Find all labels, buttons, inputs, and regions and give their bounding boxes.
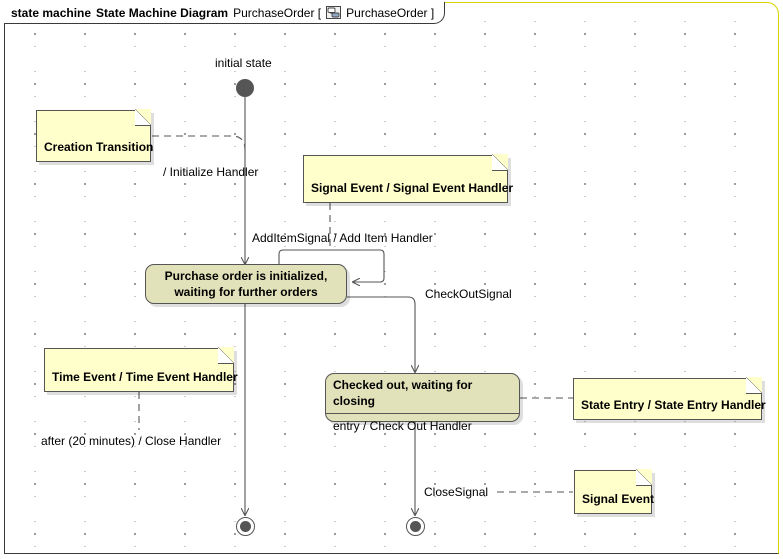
- note-label: Time Event / Time Event Handler: [52, 370, 238, 384]
- frame-context-label: PurchaseOrder ]: [346, 5, 435, 20]
- note-fold-icon: [636, 469, 652, 486]
- note-fold-icon: [135, 109, 151, 126]
- transition-label-close: CloseSignal: [424, 485, 489, 499]
- note-fold-icon: [492, 154, 508, 171]
- frame-kind-label: state machine: [11, 5, 92, 20]
- final-state-right[interactable]: [406, 517, 425, 536]
- transition-label-add-item: AddItemSignal / Add Item Handler: [252, 231, 433, 245]
- note-time-event-handler[interactable]: Time Event / Time Event Handler: [44, 347, 238, 392]
- state-purchase-order-initialized[interactable]: Purchase order is initialized, waiting f…: [145, 264, 347, 304]
- initial-state-caption: initial state: [215, 56, 272, 70]
- note-state-entry-handler[interactable]: State Entry / State Entry Handler: [573, 377, 766, 420]
- frame-header-tab[interactable]: state machine State Machine Diagram Purc…: [4, 2, 446, 24]
- transition-label-check-out: CheckOutSignal: [425, 287, 512, 301]
- note-label: Creation Transition: [44, 140, 154, 154]
- note-label: Signal Event / Signal Event Handler: [311, 181, 514, 195]
- transition-label-initialize: / Initialize Handler: [163, 165, 259, 179]
- initial-state-node[interactable]: [236, 79, 254, 97]
- note-signal-event[interactable]: Signal Event: [574, 469, 655, 514]
- transition-label-after-timeout: after (20 minutes) / Close Handler: [41, 434, 222, 448]
- state-title: Checked out, waiting for closing: [326, 374, 519, 414]
- note-signal-event-handler[interactable]: Signal Event / Signal Event Handler: [303, 154, 513, 203]
- note-label: State Entry / State Entry Handler: [581, 398, 766, 412]
- diagram-frame: [4, 2, 779, 554]
- state-title: Purchase order is initialized, waiting f…: [164, 269, 328, 299]
- note-creation-transition[interactable]: Creation Transition: [36, 109, 154, 162]
- frame-diagram-type-label: State Machine Diagram: [96, 5, 229, 20]
- state-entry-action: entry / Check Out Handler: [333, 419, 472, 433]
- state-machine-icon: [326, 6, 342, 19]
- note-label: Signal Event: [582, 492, 655, 506]
- note-fold-icon: [218, 347, 234, 364]
- frame-open-bracket-label: PurchaseOrder [: [233, 5, 322, 20]
- note-fold-icon: [746, 377, 762, 394]
- final-state-left[interactable]: [236, 517, 255, 536]
- state-checked-out[interactable]: Checked out, waiting for closing entry /…: [325, 373, 520, 433]
